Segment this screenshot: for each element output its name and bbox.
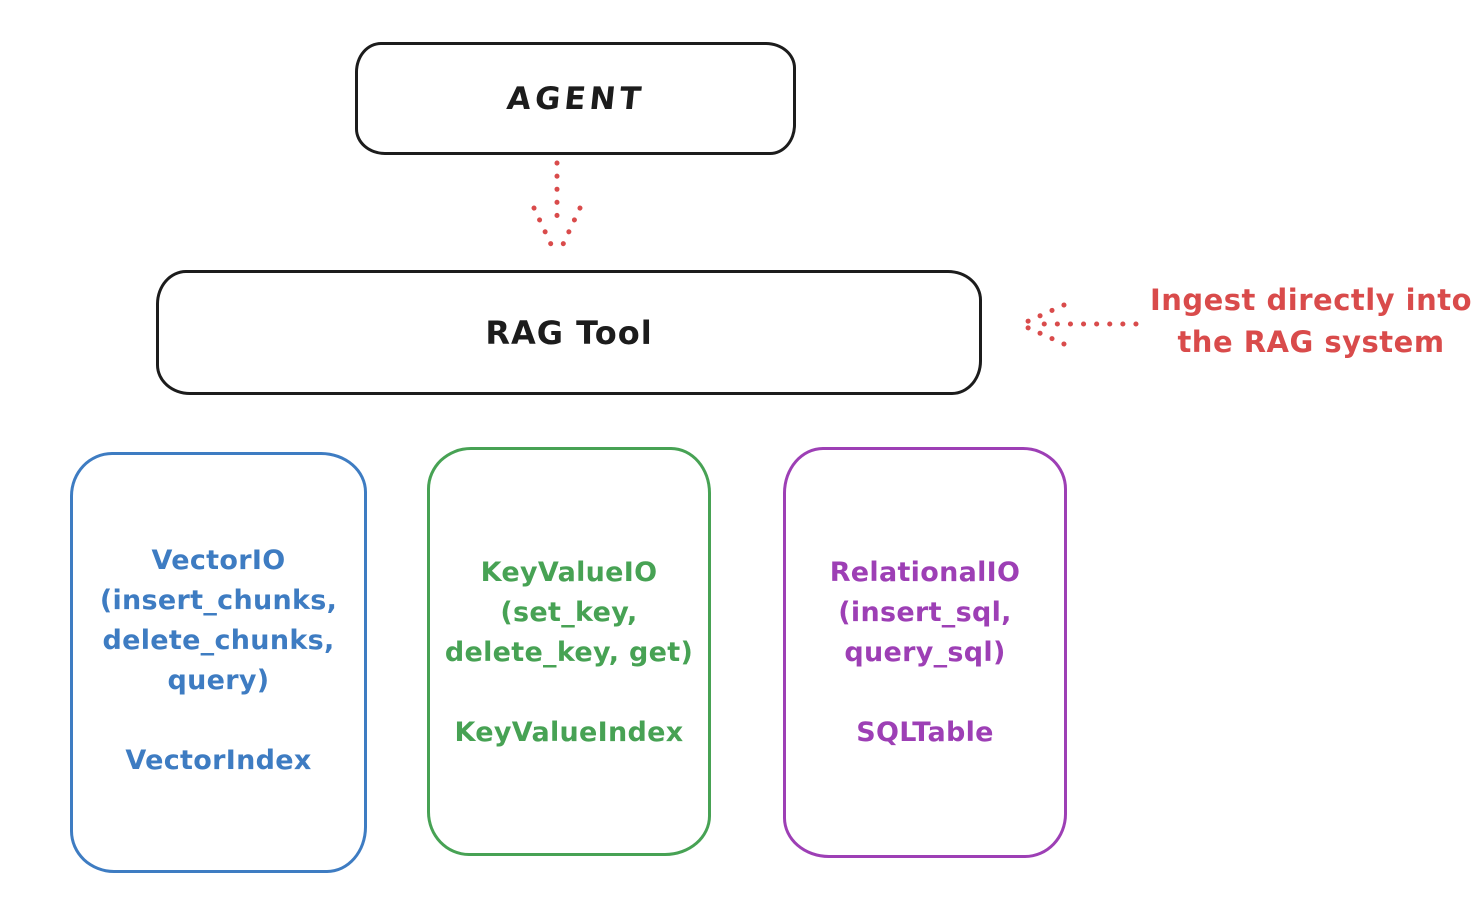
- io-param-line: delete_chunks,: [102, 625, 335, 656]
- io-param-line: (insert_sql,: [838, 597, 1012, 628]
- io-index-label: KeyValueIndex: [454, 717, 684, 748]
- io-param-line: query): [167, 665, 270, 696]
- io-index-label: VectorIndex: [125, 745, 312, 776]
- keyvalue-io-box: KeyValueIO (set_key, delete_key, get) Ke…: [427, 447, 711, 856]
- agent-box: AGENT: [355, 42, 796, 155]
- io-param-line: (insert_chunks,: [99, 585, 338, 616]
- agent-label: AGENT: [504, 80, 647, 117]
- io-box-title: KeyValueIO: [480, 557, 658, 588]
- io-param-line: delete_key, get): [444, 637, 694, 668]
- ingest-annotation: Ingest directly into the RAG system: [1136, 279, 1484, 363]
- rag-tool-label: RAG Tool: [485, 313, 653, 352]
- io-index-label: SQLTable: [856, 717, 994, 748]
- agent-to-ragtool-arrow: [517, 158, 597, 264]
- ingest-annotation-line1: Ingest directly into: [1149, 283, 1473, 317]
- left-dotted-arrow-icon: [1021, 302, 1139, 347]
- ingest-annotation-arrow: [1012, 297, 1140, 353]
- io-param-line: query_sql): [844, 637, 1006, 668]
- down-dotted-arrow-icon: [531, 160, 583, 258]
- vector-io-box: VectorIO (insert_chunks, delete_chunks, …: [70, 452, 367, 873]
- io-box-title: VectorIO: [151, 545, 286, 576]
- rag-tool-box: RAG Tool: [156, 270, 982, 395]
- io-param-line: (set_key,: [500, 597, 638, 628]
- ingest-annotation-line2: the RAG system: [1177, 325, 1445, 359]
- io-box-title: RelationalIO: [829, 557, 1021, 588]
- relational-io-box: RelationalIO (insert_sql, query_sql) SQL…: [783, 447, 1067, 858]
